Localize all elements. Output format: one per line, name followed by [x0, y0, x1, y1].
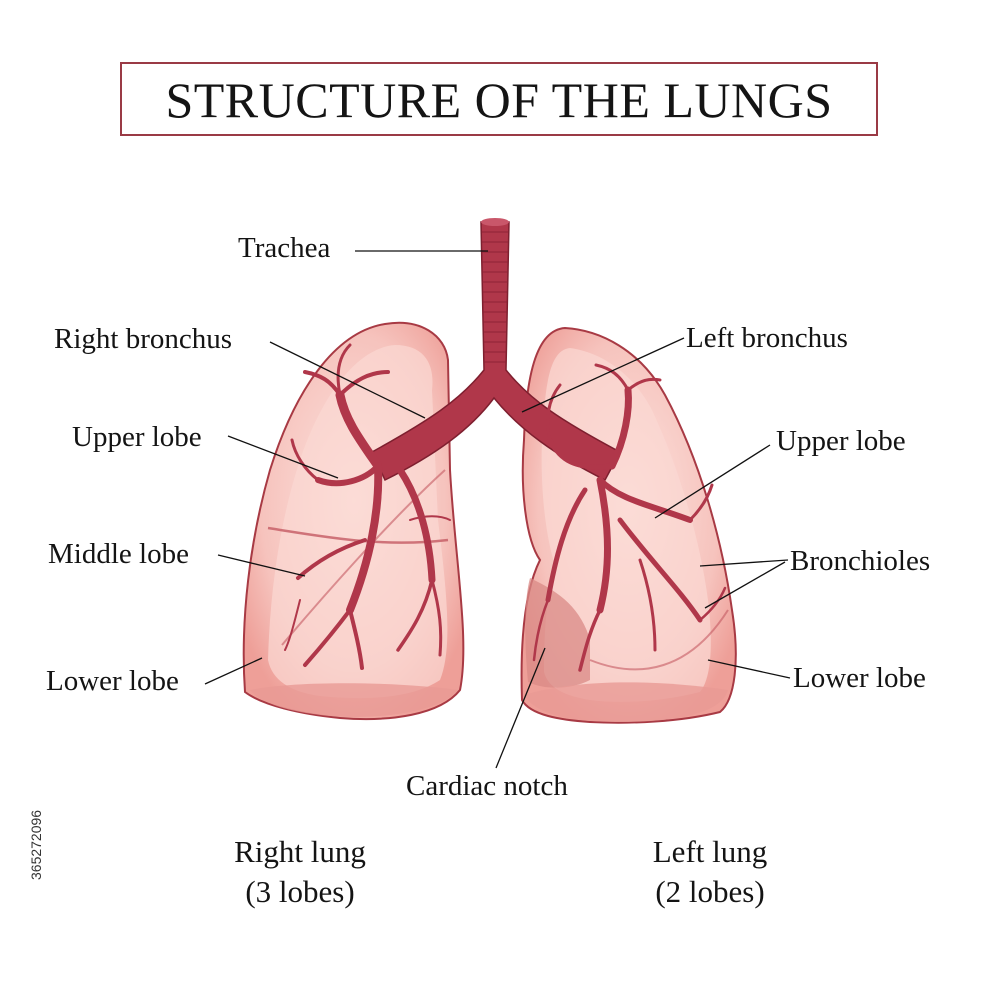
- left-oblique-fissure: [589, 609, 729, 671]
- label-right-lower-lobe: Lower lobe: [46, 665, 179, 697]
- caption-right-lung: Right lung (3 lobes): [200, 832, 400, 912]
- title-box: STRUCTURE OF THE LUNGS: [120, 62, 878, 136]
- label-bronchioles: Bronchioles: [790, 545, 931, 577]
- leader-bronchioles-1: [699, 559, 789, 567]
- caption-left-lung-lobes: (2 lobes): [655, 874, 765, 909]
- leader-right-lower-lobe: [204, 657, 263, 685]
- label-trachea: Trachea: [238, 232, 331, 264]
- right-bronchial-tree: [284, 343, 451, 670]
- label-left-bronchus: Left bronchus: [686, 322, 848, 354]
- left-base: [524, 682, 728, 722]
- trachea-top: [481, 218, 509, 226]
- trachea-tube: [371, 221, 622, 482]
- label-left-lower-lobe: Lower lobe: [793, 662, 926, 694]
- leader-cardiac-notch: [495, 647, 546, 769]
- leader-left-lower-lobe: [707, 659, 791, 679]
- leader-bronchioles-2: [704, 561, 786, 609]
- leader-right-upper-lobe: [227, 435, 339, 479]
- leader-left-bronchus: [521, 337, 685, 413]
- label-right-bronchus: Right bronchus: [54, 323, 233, 355]
- label-left-upper-lobe: Upper lobe: [776, 425, 906, 457]
- trachea-rings: [482, 231, 508, 363]
- caption-right-lung-name: Right lung: [234, 834, 366, 869]
- right-horizontal-fissure: [267, 526, 449, 544]
- leader-lines: [204, 250, 791, 769]
- caption-left-lung: Left lung (2 lobes): [610, 832, 810, 912]
- caption-right-lung-lobes: (3 lobes): [245, 874, 355, 909]
- leader-left-upper-lobe: [654, 444, 771, 519]
- page-title: STRUCTURE OF THE LUNGS: [165, 72, 833, 128]
- label-right-upper-lobe: Upper lobe: [72, 421, 202, 453]
- right-oblique-fissure: [281, 469, 446, 646]
- label-cardiac-notch: Cardiac notch: [406, 770, 568, 802]
- stock-id-text: 365272096: [28, 809, 44, 880]
- leader-right-middle-lobe: [217, 554, 306, 577]
- left-bronchial-tree: [532, 363, 727, 672]
- cardiac-notch-shade: [525, 578, 590, 688]
- label-right-middle-lobe: Middle lobe: [48, 538, 189, 570]
- caption-left-lung-name: Left lung: [652, 834, 768, 869]
- right-base: [250, 683, 458, 717]
- leader-right-bronchus: [269, 341, 426, 419]
- stock-id: 365272096: [6, 760, 44, 880]
